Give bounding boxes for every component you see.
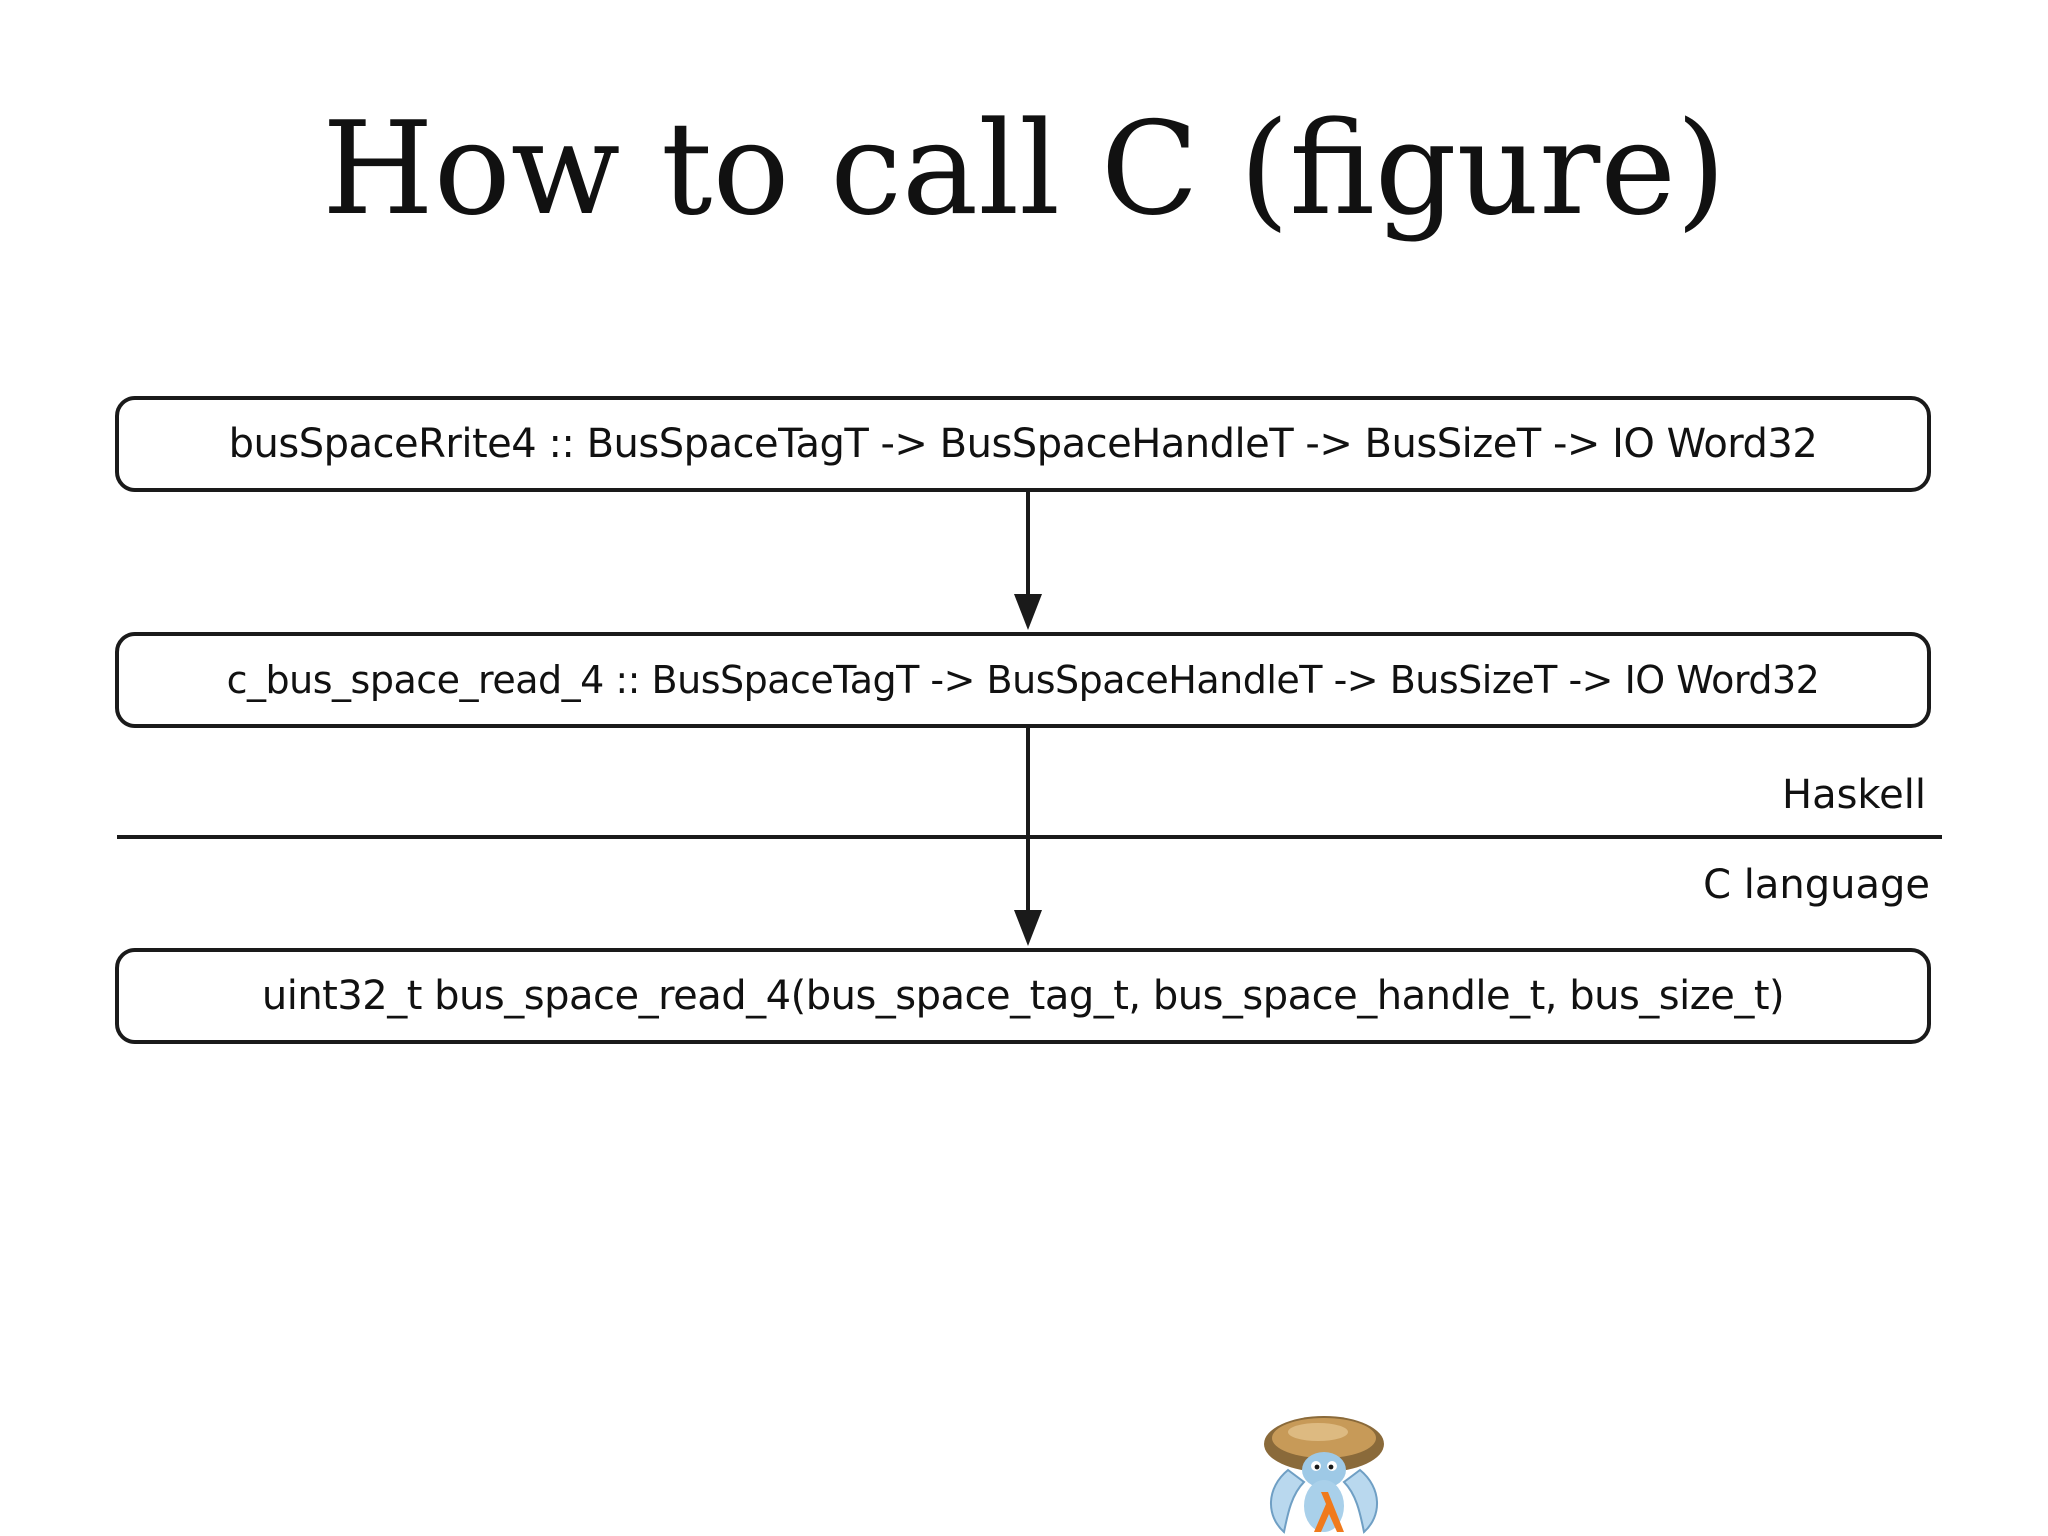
ffi-import-box: c_bus_space_read_4 :: BusSpaceTagT -> Bu… — [115, 632, 1931, 728]
arrowhead-2 — [1014, 910, 1042, 946]
slide-title: How to call C (figure) — [322, 95, 1726, 244]
c-language-layer-label: C language — [1703, 862, 1930, 908]
haskell-layer-label: Haskell — [1781, 772, 1926, 818]
c-function-box: uint32_t bus_space_read_4(bus_space_tag_… — [115, 948, 1931, 1044]
haskell-signature-box: busSpaceRrite4 :: BusSpaceTagT -> BusSpa… — [115, 396, 1931, 492]
turtle-lambda-mascot-icon — [1264, 1416, 1384, 1534]
arrowhead-1 — [1014, 594, 1042, 630]
